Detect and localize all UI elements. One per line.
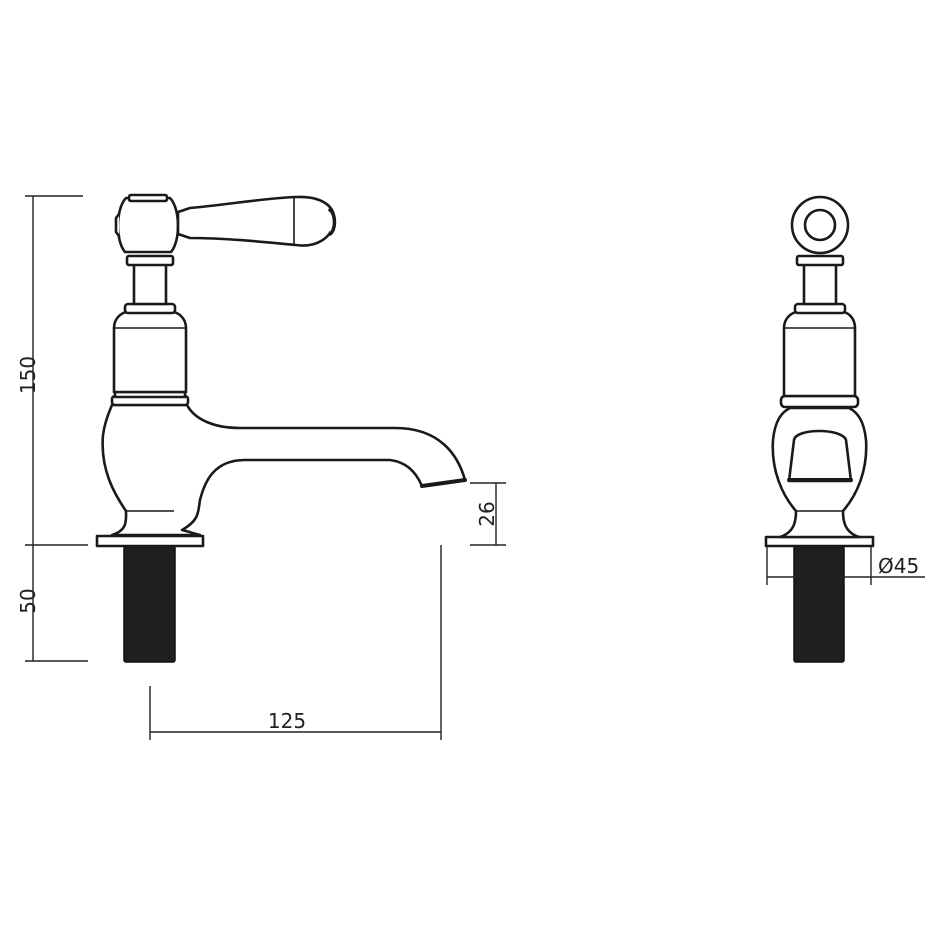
hub-top-cap [127,193,169,203]
tap-body-with-spout [101,403,467,537]
front-spout-opening [787,429,853,483]
front-threaded-shank [793,545,845,663]
dim-label-125: 125 [268,709,306,733]
handle-end-cap [328,208,337,236]
spout-outlet [420,478,467,488]
hub-side-boss [114,212,121,238]
side-view [95,193,467,663]
spindle [132,262,168,306]
front-collar-ring [779,394,860,409]
front-handle-inner-ring [803,208,837,242]
front-headwork [782,310,857,398]
handle-hub [116,196,180,254]
spindle-cap [125,254,175,267]
front-upper-collar [793,302,847,315]
dim-label-26: 26 [475,501,499,526]
front-view [764,195,875,663]
front-spindle [802,262,838,306]
dimension-lines [25,195,925,740]
front-base-flange [764,535,875,548]
headwork-body [112,310,188,394]
dim-label-diameter-45: Ø45 [878,554,919,578]
lever-handle [176,195,336,247]
dim-label-50: 50 [16,588,40,613]
threaded-shank [123,545,176,663]
front-spindle-cap [795,254,845,267]
base-flange [95,534,205,548]
dim-label-150: 150 [16,356,40,394]
upper-collar [123,302,177,315]
